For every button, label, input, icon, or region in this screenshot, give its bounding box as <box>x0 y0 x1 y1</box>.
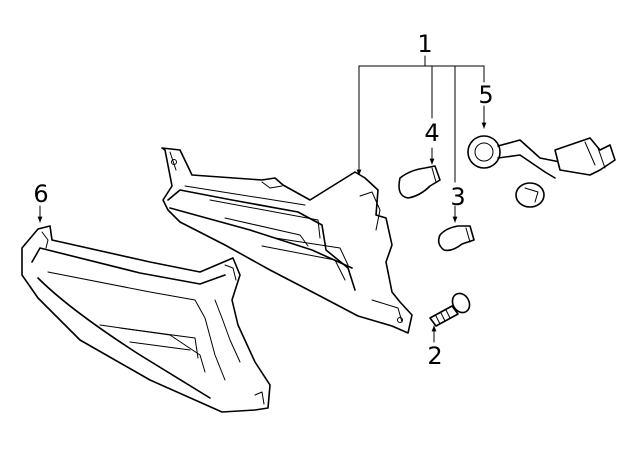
screw-part-2 <box>429 292 471 327</box>
callout-2-label: 2 <box>427 342 442 370</box>
bulb-part-3 <box>437 225 475 252</box>
callout-arrows <box>37 105 487 343</box>
callout-4-label: 4 <box>424 119 439 147</box>
bulb-part-4 <box>398 165 441 199</box>
socket-harness-part-5 <box>467 135 616 208</box>
callout-6-label: 6 <box>33 180 48 208</box>
callout-1-label: 1 <box>417 30 432 58</box>
bezel-trim-part-6 <box>21 225 271 413</box>
callout-3-label: 3 <box>450 183 465 211</box>
callout-1-bracket <box>356 55 485 183</box>
lamp-housing <box>161 147 413 334</box>
callout-5-label: 5 <box>478 81 493 109</box>
